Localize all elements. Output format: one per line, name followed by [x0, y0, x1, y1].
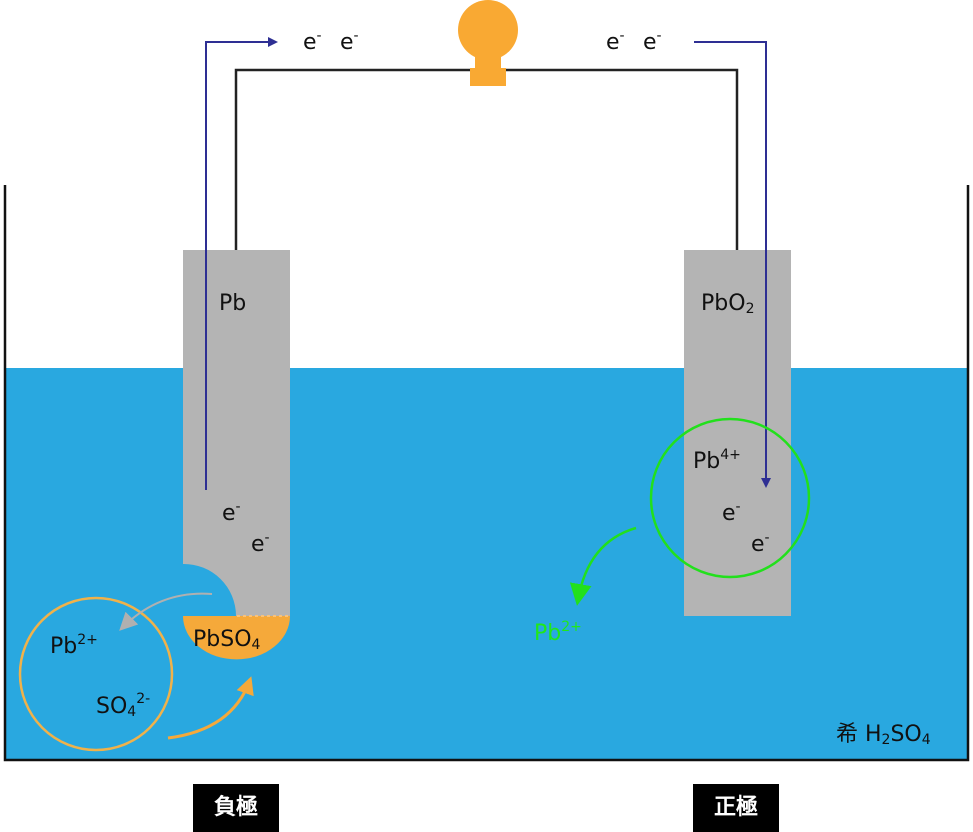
electron-label: e- [340, 28, 359, 55]
negative-ion-circle [18, 596, 174, 752]
pb4-circle [649, 417, 811, 579]
pbso4-label: PbSO4 [193, 627, 261, 653]
pb4-ion-label: Pb4+ [693, 447, 741, 474]
reduction-arrow [569, 526, 637, 606]
negative-electrode-caption: 負極 [193, 784, 279, 832]
electron-label: e- [222, 499, 241, 526]
electron-label: e- [251, 530, 270, 557]
pb2-ion-label: Pb2+ [50, 632, 98, 659]
negative-electrode [183, 250, 290, 616]
electron-label: e- [722, 499, 741, 526]
precipitation-arrow [167, 676, 254, 740]
electron-label: e- [751, 530, 770, 557]
positive-electrode-label: PbO2 [701, 291, 754, 317]
positive-electrode-caption: 正極 [693, 784, 779, 832]
beaker [3, 185, 970, 762]
electrolyte-label: 希 H2SO4 [836, 722, 931, 748]
so4-ion-label: SO42- [96, 691, 150, 720]
electron-label: e- [643, 28, 662, 55]
negative-electrode-label: Pb [219, 291, 246, 316]
electron-path-positive [694, 41, 771, 488]
light-bulb-icon [458, 0, 518, 86]
electron-path-negative [205, 37, 278, 490]
pbso4-deposit [183, 616, 290, 660]
electron-label: e- [606, 28, 625, 55]
pb2-product-label: Pb2+ [534, 619, 582, 646]
electron-label: e- [303, 28, 322, 55]
dissolution-arrow [119, 592, 213, 631]
electrolyte-solution [5, 368, 968, 760]
external-wire [234, 68, 739, 250]
